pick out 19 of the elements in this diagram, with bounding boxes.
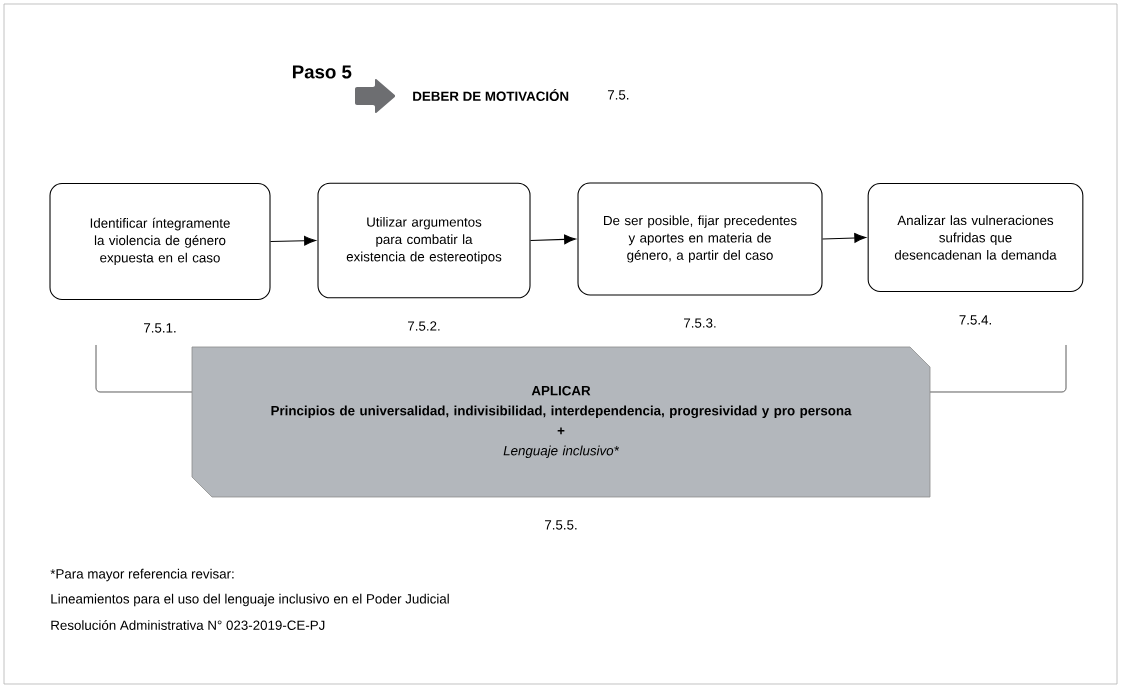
footnote: Resolución Administrativa N° 023-2019-CE-PJ bbox=[51, 620, 325, 630]
step-number: 7.5.5. bbox=[545, 520, 577, 530]
step-number: 7.5.2. bbox=[408, 321, 440, 331]
principle-band: APLICAR Principios de universalidad, indivisibilidad, interdependencia, progresividad y pro persona + Lenguaje inclusivo* bbox=[191, 346, 931, 498]
process-box: De ser posible, fijar precedentes y aportes en materia de género, a partir del caso bbox=[577, 182, 823, 296]
arrow bbox=[270, 235, 316, 246]
arrow bbox=[530, 234, 576, 245]
step-number: 7.5.4. bbox=[959, 315, 991, 325]
step-number: 7.5.3. bbox=[684, 318, 716, 328]
footnote: *Para mayor referencia revisar: bbox=[50, 568, 234, 582]
section-number: 7.5. bbox=[607, 90, 629, 100]
arrow bbox=[822, 233, 867, 243]
process-box: Utilizar argumentos para combatir la existencia de estereotipos bbox=[317, 182, 531, 299]
heading: DEBER DE MOTIVACIÓN bbox=[413, 89, 569, 101]
process-box: Analizar las vulneraciones sufridas que desencadenan la demanda bbox=[867, 182, 1084, 293]
step-title: Paso 5 bbox=[292, 65, 352, 79]
process-box: Identificar íntegramente la violencia de género expuesta en el caso bbox=[49, 182, 271, 301]
step-number: 7.5.1. bbox=[144, 323, 176, 333]
footnote: Lineamientos para el uso del lenguaje inclusivo en el Poder Judicial bbox=[51, 593, 449, 607]
